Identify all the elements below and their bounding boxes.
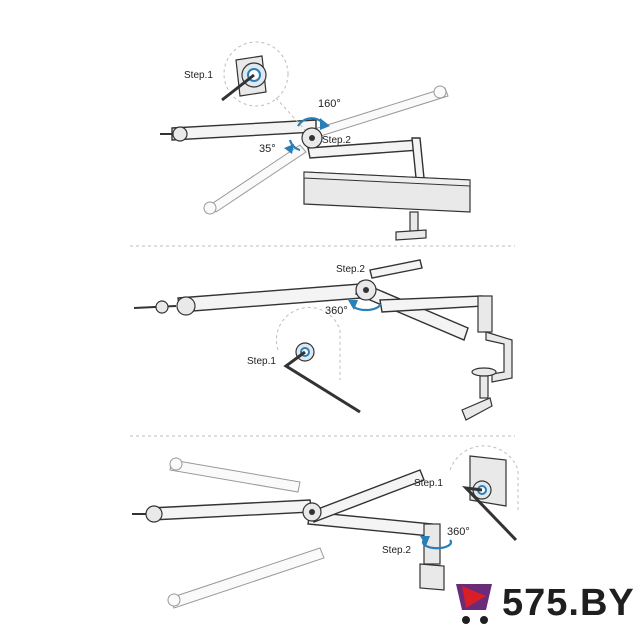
panel-3-mount-rotation: Step.1 Step.2 360° [132,445,519,609]
ghost-arm-lowered [203,144,307,215]
ghost-arm-raised [304,85,449,141]
rotate-up-arrowhead [320,118,330,130]
rotate-down-arrow [288,139,301,152]
pivot-joint [355,279,377,301]
rotate-360-arrowhead [348,300,358,310]
boom-arm-main [133,283,363,316]
step1-detail-content-3 [461,455,518,542]
panel3-step1-label: Step.1 [414,478,443,489]
shopping-cart-icon [456,584,492,624]
panel3-angle: 360° [447,526,470,538]
boom-arm-upper [160,119,317,142]
panel2-angle: 360° [325,305,348,317]
panel1-step1-label: Step.1 [184,70,213,81]
rotate-360-arrow-3 [421,539,453,550]
step1-detail-circle [223,41,289,107]
desk-clamp-2 [461,331,513,421]
step1-detail-content-2 [283,342,361,414]
rotate-down-arrowhead [284,144,294,154]
panel2-step2-label: Step.2 [336,264,365,275]
step1-detail-content [221,55,267,102]
vertical-post [419,523,445,591]
panel2-step1-label: Step.1 [247,356,276,367]
rotate-360-arrowhead-3 [420,536,430,546]
panel1-step2-label: Step.2 [322,135,351,146]
boom-arm-upper-bar [379,295,493,333]
ghost-arm-bottom [167,547,325,609]
desk-clamp [395,211,427,241]
step1-detail-outline-3 [449,445,519,510]
elbow-joint [301,127,323,149]
step1-detail-outline [275,306,341,380]
desk-surface [303,171,471,213]
panel-2-rotation: Step.1 Step.2 360° [133,259,513,421]
ghost-arm-top [169,457,301,493]
pivot-joint-3 [302,502,322,522]
watermark-logo: 575.BY [452,578,635,630]
panel3-step2-label: Step.2 [382,545,411,556]
panel1-angle-up: 160° [318,98,341,110]
panel-1-angle-adjustment: Step.1 Step.2 160° 35° [160,41,471,241]
boom-arm-3 [132,499,313,523]
panel1-angle-down: 35° [259,143,276,155]
watermark-text: 575.BY [502,582,635,624]
rotate-360-arrow [350,303,382,312]
